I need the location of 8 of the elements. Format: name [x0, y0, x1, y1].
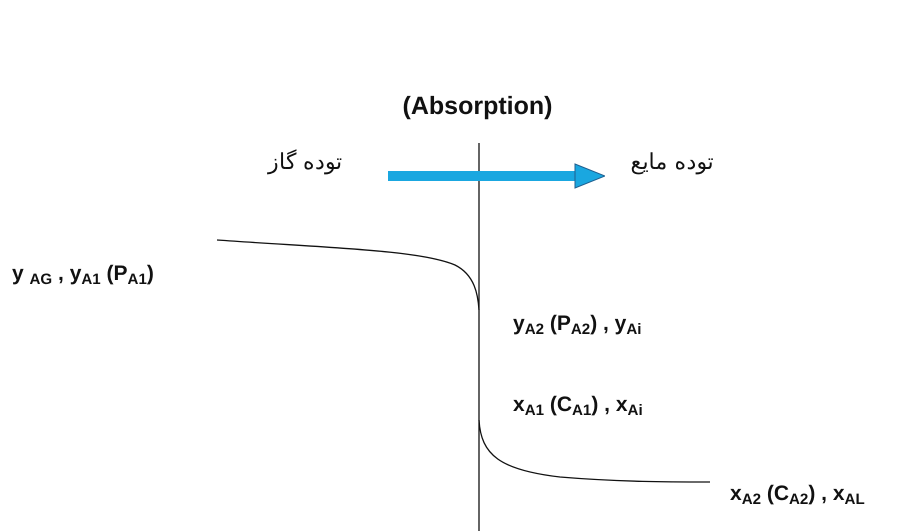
- concentration-label: x$_{A1}$ (C$_{A1}$) , x$_{Ai}$: [513, 393, 643, 419]
- concentration-label: y $_{AG}$ , y$_{A1}$ (P$_{A1}$): [12, 262, 154, 288]
- concentration-label: y$_{A2}$ (P$_{A2}$) , y$_{Ai}$: [513, 312, 642, 338]
- bulk-phase-label: توده مایع: [630, 149, 714, 175]
- arrow: [388, 164, 606, 188]
- concentration-label: x$_{A2}$ (C$_{A2}$) , x$_{AL}$: [730, 482, 865, 508]
- bulk-phase-label: توده گاز: [268, 149, 342, 175]
- diagram-title: (Absorption): [402, 92, 554, 121]
